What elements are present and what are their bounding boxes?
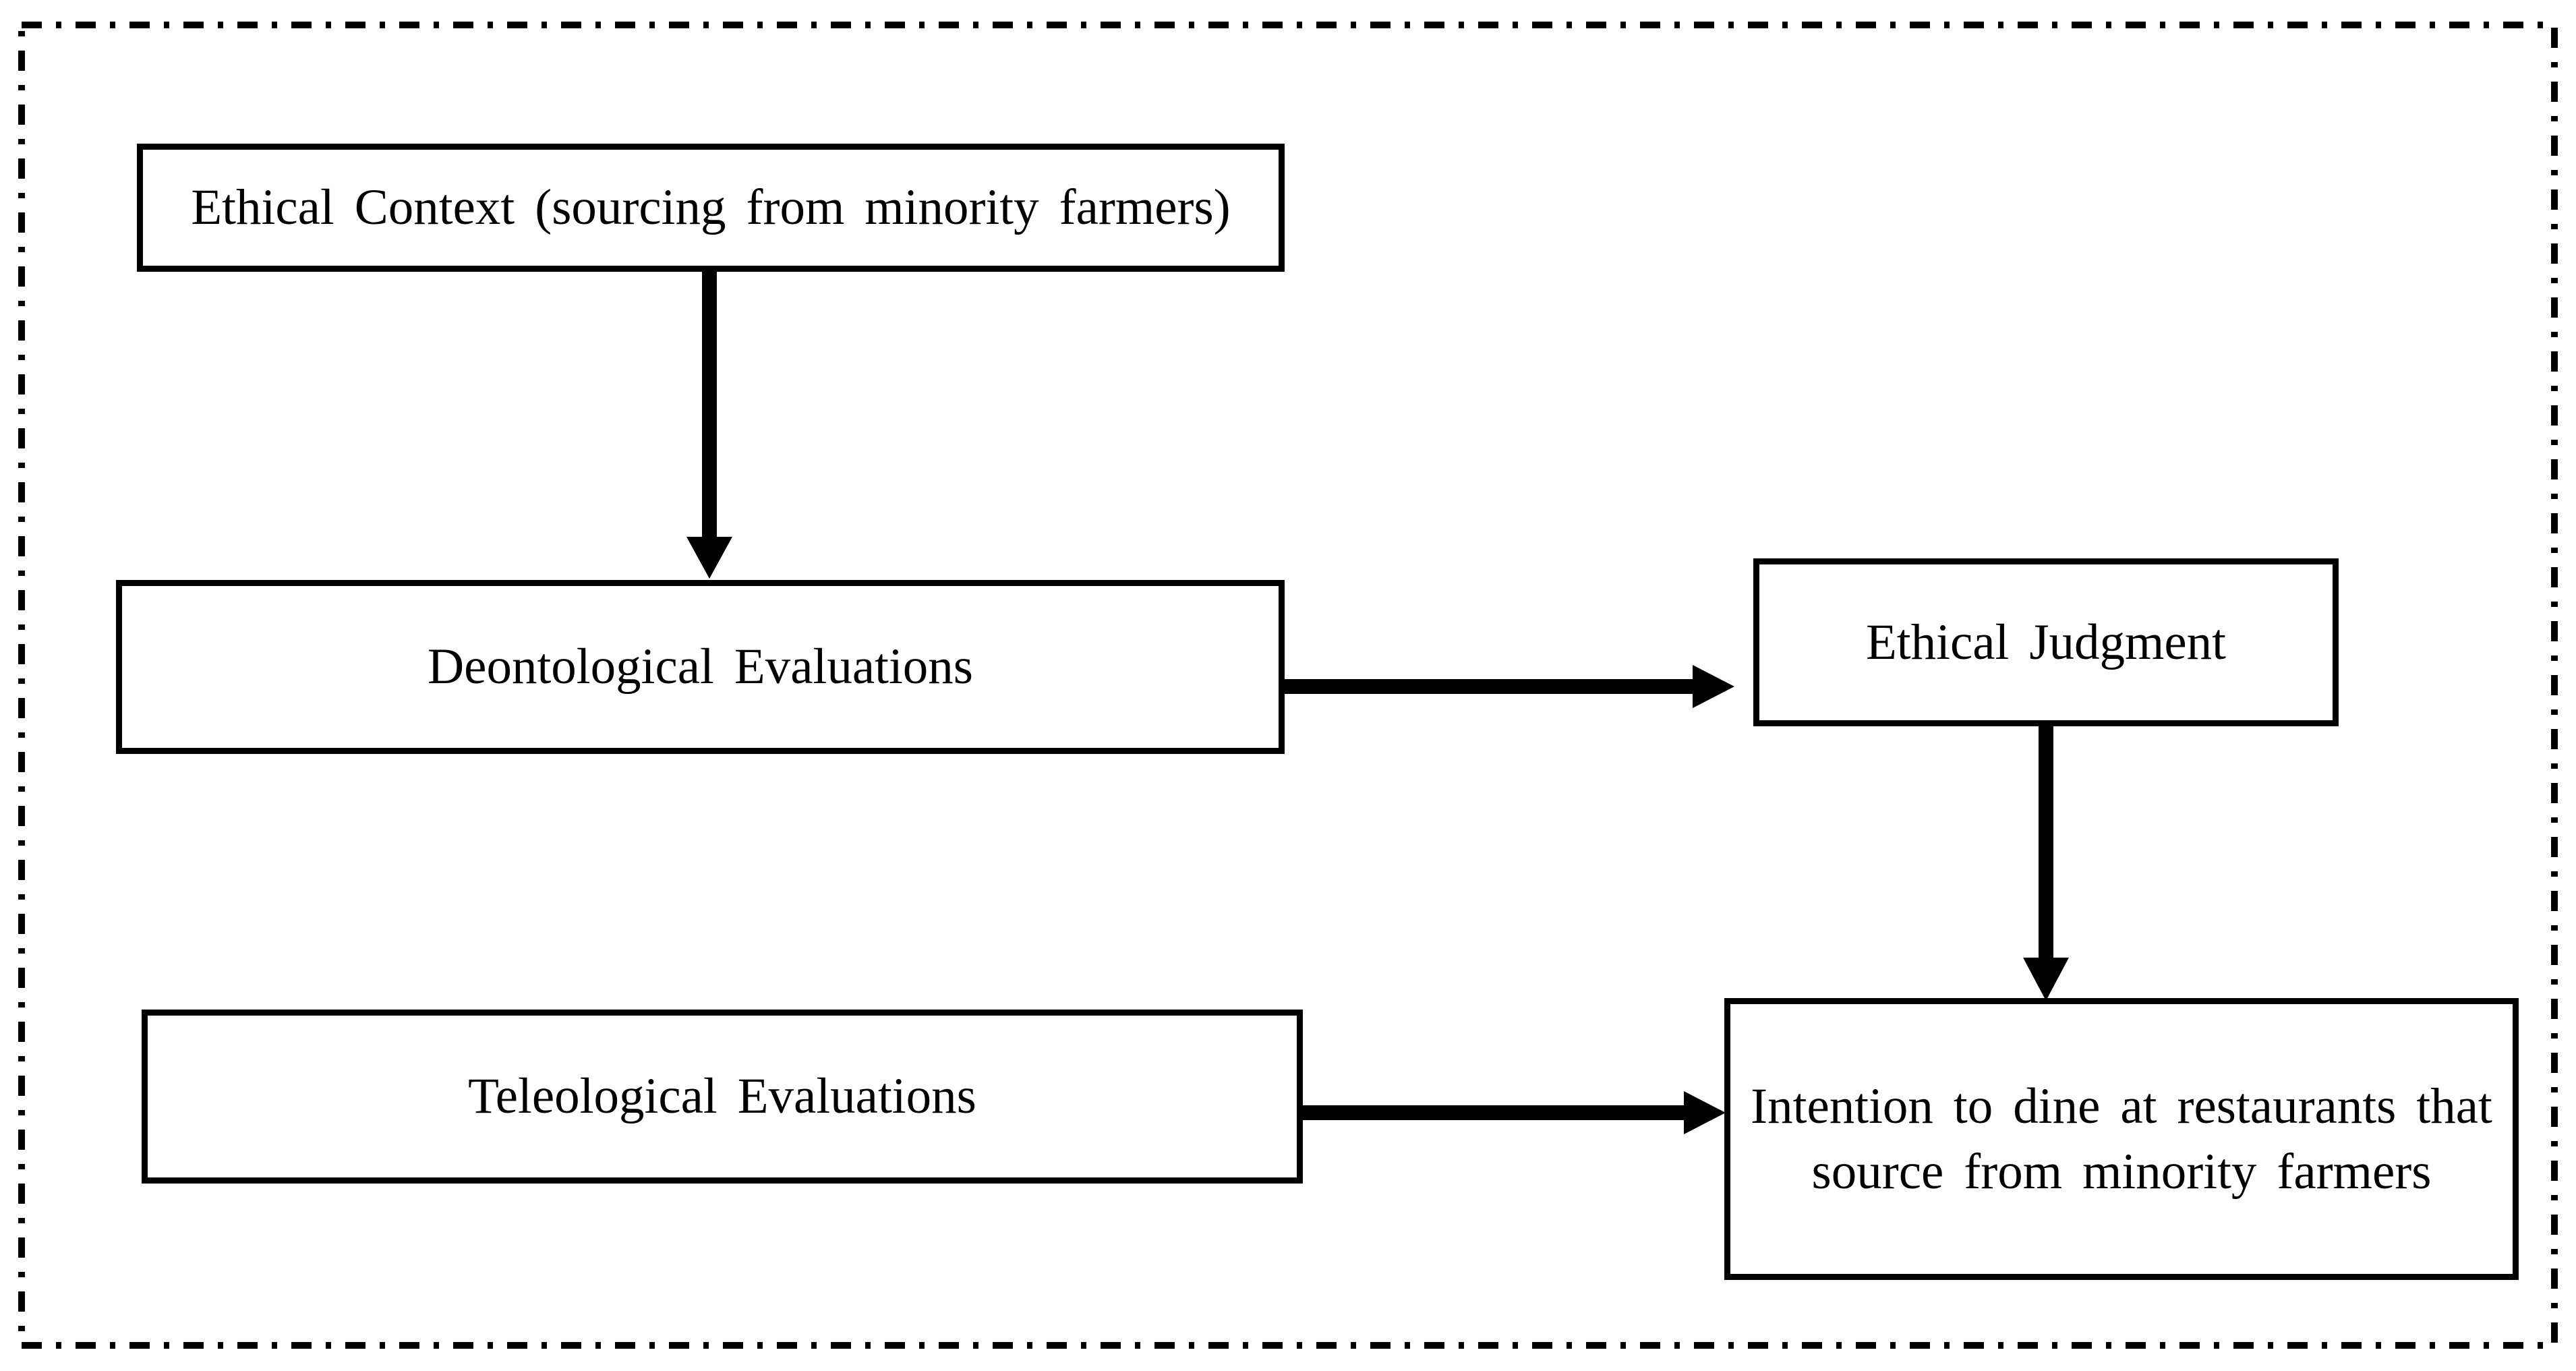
arrowhead-right-icon bbox=[1684, 1091, 1726, 1134]
box-deontological-evaluations: Deontological Evaluations bbox=[116, 580, 1285, 754]
box-ethical-context-label: Ethical Context (sourcing from minority … bbox=[191, 179, 1231, 236]
box-teleological-evaluations: Teleological Evaluations bbox=[142, 1010, 1303, 1184]
arrowhead-right-icon bbox=[1693, 665, 1734, 708]
box-ethical-context: Ethical Context (sourcing from minority … bbox=[137, 144, 1285, 272]
arrow-deontological-to-judgment bbox=[1285, 665, 1734, 708]
arrow-context-to-deontological bbox=[686, 272, 732, 579]
arrowhead-down-icon bbox=[2023, 958, 2069, 1001]
box-intention-to-dine: Intention to dine at restaurants that so… bbox=[1724, 998, 2519, 1280]
arrowhead-down-icon bbox=[686, 537, 732, 579]
arrow-teleological-to-intention bbox=[1303, 1091, 1726, 1134]
box-ethical-judgment-label: Ethical Judgment bbox=[1865, 614, 2227, 670]
arrow-judgment-to-intention bbox=[2023, 726, 2069, 1001]
box-teleological-evaluations-label: Teleological Evaluations bbox=[468, 1068, 976, 1125]
box-deontological-evaluations-label: Deontological Evaluations bbox=[428, 639, 973, 695]
box-intention-to-dine-label: Intention to dine at restaurants that so… bbox=[1751, 1078, 2492, 1200]
outer-dash-dot-border bbox=[18, 22, 2558, 1349]
box-ethical-judgment: Ethical Judgment bbox=[1753, 558, 2339, 726]
